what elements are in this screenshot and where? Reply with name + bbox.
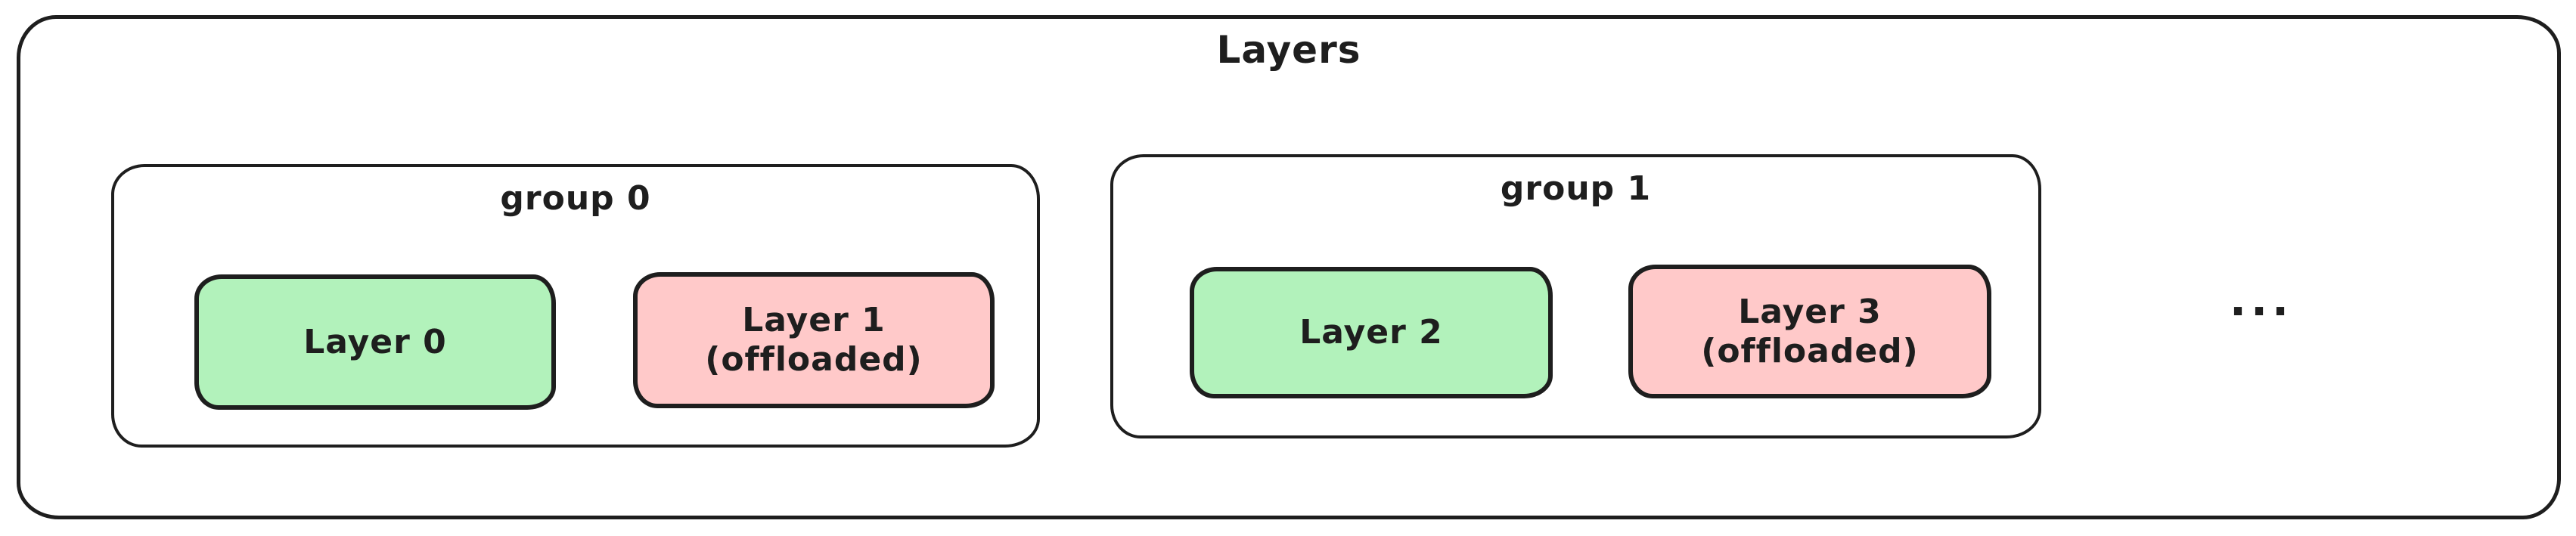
layer-3-sublabel: (offloaded) bbox=[1701, 331, 1919, 370]
layer-1-sublabel: (offloaded) bbox=[705, 340, 923, 379]
layers-title: Layers bbox=[1216, 28, 1361, 72]
group-1-label: group 1 bbox=[1500, 169, 1652, 208]
layer-3-box: Layer 3 (offloaded) bbox=[1628, 265, 1991, 398]
layer-1-box: Layer 1 (offloaded) bbox=[633, 272, 995, 408]
layer-0-label: Layer 0 bbox=[303, 322, 447, 361]
layer-1-label: Layer 1 bbox=[742, 301, 886, 340]
layer-2-box: Layer 2 bbox=[1190, 267, 1553, 398]
group-1-box: group 1 Layer 2 Layer 3 (offloaded) bbox=[1110, 154, 2041, 438]
group-0-label: group 0 bbox=[500, 179, 651, 218]
layer-3-label: Layer 3 bbox=[1738, 292, 1882, 331]
more-groups-ellipsis: ... bbox=[2229, 274, 2294, 326]
layer-0-box: Layer 0 bbox=[194, 274, 556, 410]
layers-container-box: Layers group 0 Layer 0 Layer 1 (offloade… bbox=[17, 15, 2561, 519]
layer-2-label: Layer 2 bbox=[1299, 313, 1443, 352]
group-0-box: group 0 Layer 0 Layer 1 (offloaded) bbox=[111, 164, 1040, 448]
